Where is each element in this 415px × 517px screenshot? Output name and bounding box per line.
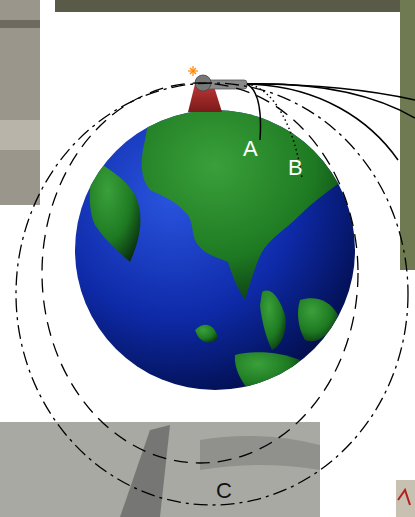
photo-strip — [0, 422, 320, 517]
escape-path — [247, 84, 415, 100]
continents — [90, 108, 350, 392]
panel — [40, 12, 400, 422]
photo-strip — [55, 0, 415, 12]
photo-detail — [0, 20, 40, 28]
photo-strip — [400, 0, 415, 270]
point-label: B — [288, 157, 303, 179]
fuse-spark — [188, 66, 198, 76]
photo-detail — [200, 436, 320, 470]
point-label: C — [216, 480, 232, 502]
cannon-barrel — [205, 80, 247, 89]
circular-orbit — [42, 83, 358, 463]
escape-path — [247, 84, 415, 118]
photo-detail — [120, 425, 170, 517]
point-label: A — [243, 138, 258, 160]
photo-detail — [0, 120, 40, 150]
escape-path — [247, 84, 398, 160]
photo-strip — [396, 480, 415, 517]
photo-detail — [398, 490, 410, 505]
photo-strip — [0, 0, 40, 205]
elliptical-orbit — [16, 83, 408, 505]
trajectory-b — [247, 84, 302, 178]
